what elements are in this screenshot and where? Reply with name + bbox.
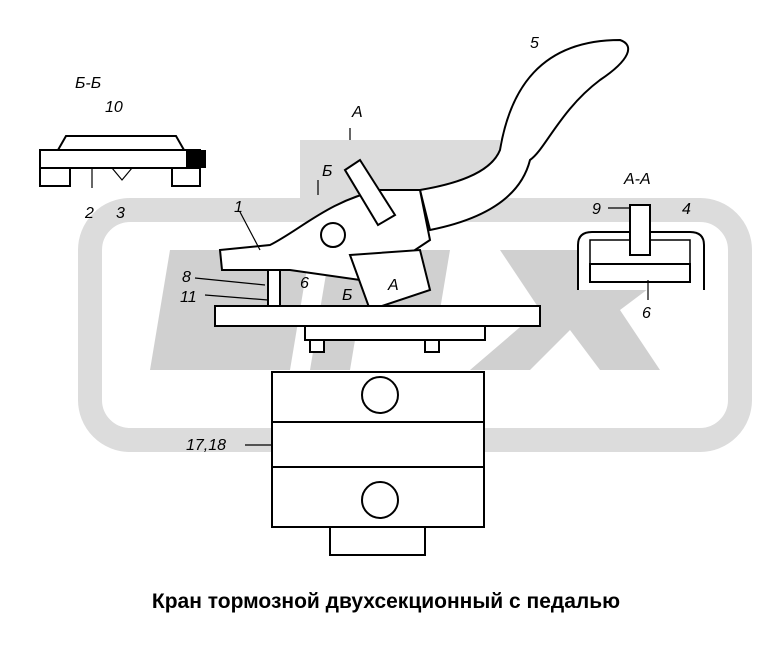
label-cut-b-bottom: Б (342, 287, 352, 304)
label-cut-b-top: Б (322, 163, 332, 180)
section-aa (577, 204, 705, 290)
label-17-18: 17,18 (186, 437, 226, 454)
label-9: 9 (592, 201, 601, 218)
label-5: 5 (530, 35, 539, 52)
label-4: 4 (682, 201, 691, 218)
flange (304, 325, 486, 341)
label-6-left: 6 (300, 275, 309, 292)
label-2: 2 (84, 205, 94, 222)
label-6: 6 (642, 305, 651, 322)
valve-body (271, 339, 485, 556)
label-11: 11 (180, 289, 197, 306)
label-cut-a-top: А (351, 104, 363, 121)
label-8: 8 (182, 269, 191, 286)
pedal (218, 38, 630, 321)
label-10: 10 (105, 99, 123, 116)
label-section-aa: А-А (623, 171, 651, 188)
label-section-bb: Б-Б (75, 75, 101, 92)
label-cut-a-bottom: А (387, 277, 399, 294)
diagram-caption: Кран тормозной двухсекционный с педалью (151, 590, 621, 613)
section-bb (39, 135, 206, 188)
leader-lines (194, 128, 649, 446)
base-plate (214, 305, 541, 327)
label-1: 1 (234, 199, 243, 216)
label-3: 3 (116, 205, 125, 222)
